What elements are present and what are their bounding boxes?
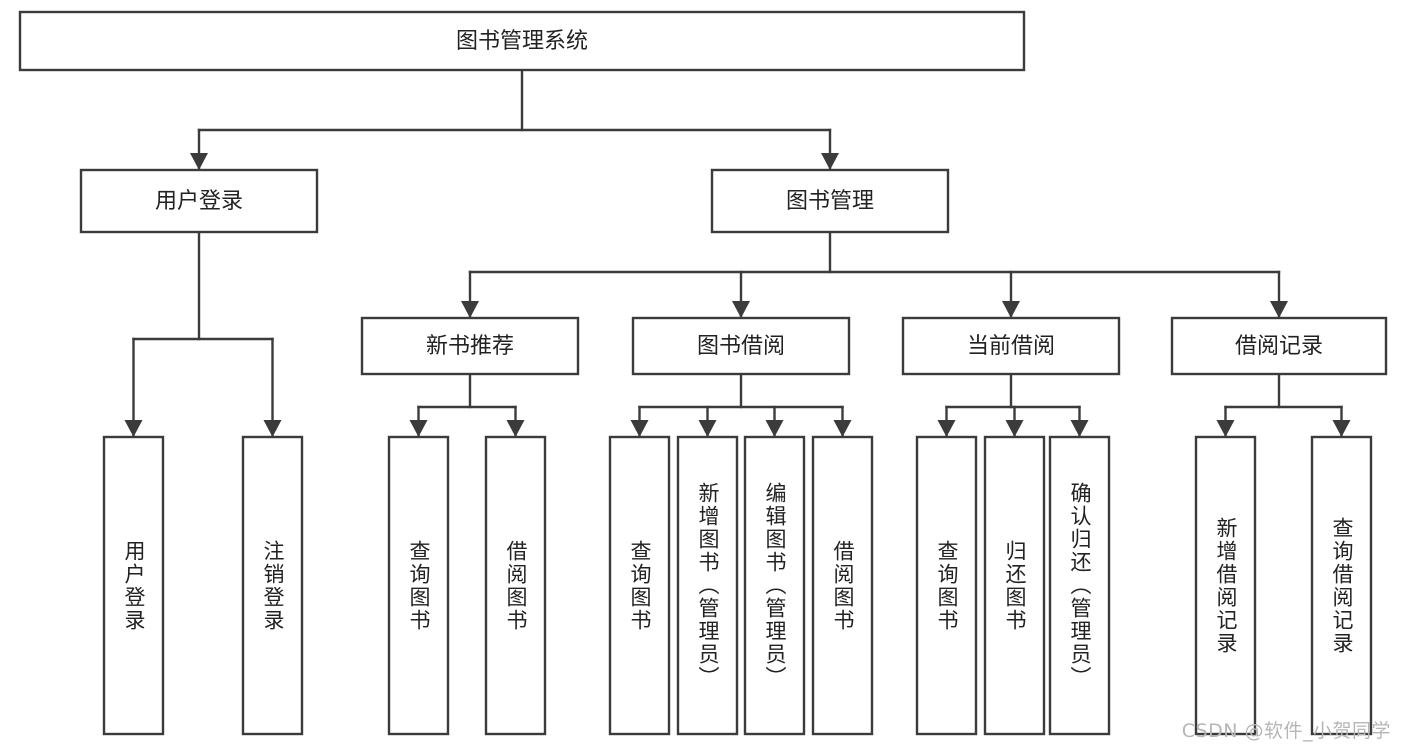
node-box-leaf-return-book[interactable]	[983, 435, 1046, 736]
node-label-user-login: 用户登录	[155, 189, 243, 214]
node-box-current-borrow[interactable]	[901, 316, 1121, 376]
arrow-head-icon	[765, 420, 784, 437]
arrow-head-icon	[1270, 301, 1288, 318]
node-box-leaf-query-book-cur[interactable]	[915, 435, 978, 736]
arrow-head-icon	[698, 420, 717, 437]
node-label-current-borrow: 当前借阅	[967, 334, 1055, 359]
node-label-book-borrow: 图书借阅	[697, 334, 785, 359]
node-box-leaf-borrow-book[interactable]	[811, 435, 874, 736]
arrow-head-icon	[833, 420, 852, 437]
arrow-head-icon	[409, 420, 428, 437]
watermark-text: CSDN @软件_小贺同学	[1181, 720, 1391, 742]
arrow-head-icon	[124, 420, 143, 437]
arrow-head-icon	[732, 301, 750, 318]
node-label-book-manage: 图书管理	[786, 189, 874, 214]
arrow-head-icon	[1002, 301, 1020, 318]
node-box-leaf-query-book-rec[interactable]	[387, 435, 450, 736]
node-box-leaf-add-book[interactable]	[676, 435, 739, 736]
node-box-book-manage[interactable]	[710, 168, 950, 234]
node-box-leaf-query-borrow-record[interactable]	[1310, 435, 1373, 736]
node-label-root: 图书管理系统	[456, 29, 588, 54]
node-label-borrow-record: 借阅记录	[1235, 334, 1323, 359]
node-box-leaf-user-logout[interactable]	[241, 435, 304, 736]
node-box-book-borrow[interactable]	[631, 316, 851, 376]
node-box-leaf-user-login[interactable]	[102, 435, 165, 736]
node-box-leaf-query-book-borrow[interactable]	[608, 435, 671, 736]
node-label-new-book-rec: 新书推荐	[426, 334, 514, 359]
node-box-user-login[interactable]	[79, 168, 319, 234]
arrow-head-icon	[630, 420, 649, 437]
arrow-head-icon	[1332, 420, 1351, 437]
node-box-leaf-borrow-book-rec[interactable]	[484, 435, 547, 736]
connector-layer	[124, 68, 1351, 439]
node-box-root[interactable]	[18, 10, 1026, 72]
node-box-new-book-rec[interactable]	[360, 316, 580, 376]
arrow-head-icon	[1005, 420, 1024, 437]
arrow-head-icon	[1216, 420, 1235, 437]
arrow-head-icon	[190, 153, 208, 170]
arrow-head-icon	[506, 420, 525, 437]
arrow-head-icon	[1070, 420, 1089, 437]
node-box-leaf-confirm-return[interactable]	[1048, 435, 1111, 736]
arrow-head-icon	[263, 420, 282, 437]
node-box-borrow-record[interactable]	[1170, 316, 1388, 376]
arrow-head-icon	[821, 153, 839, 170]
arrow-head-icon	[461, 301, 479, 318]
arrow-head-icon	[937, 420, 956, 437]
node-box-leaf-add-borrow-record[interactable]	[1194, 435, 1257, 736]
node-box-layer	[18, 10, 1388, 736]
node-box-leaf-edit-book[interactable]	[743, 435, 806, 736]
